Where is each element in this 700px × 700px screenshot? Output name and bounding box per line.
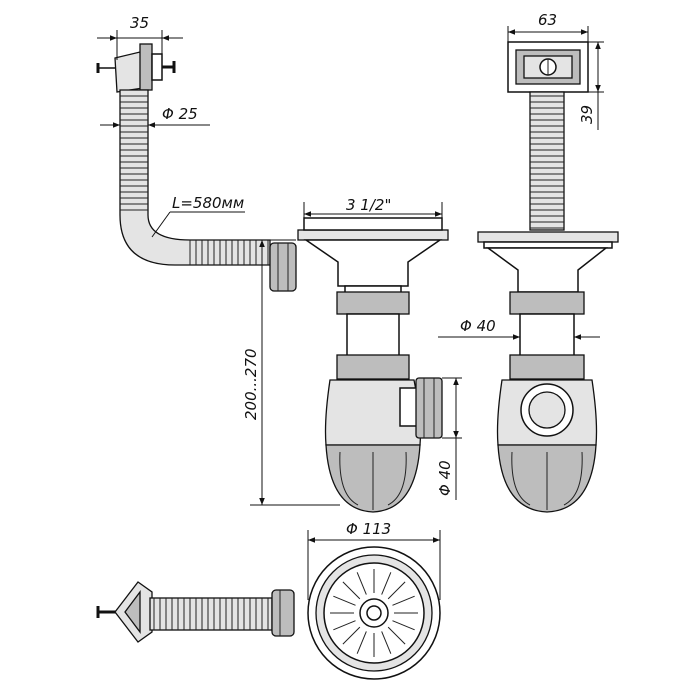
grid-diameter-label: Φ 113 <box>346 520 391 538</box>
hose-length-label: L=580мм <box>172 194 244 212</box>
side-view <box>96 43 449 513</box>
front-view <box>477 41 619 513</box>
overflow-fitting-side <box>96 43 176 93</box>
siphon-height-label: 200...270 <box>242 348 260 420</box>
grid-slots <box>330 569 418 657</box>
top-dimensions: Φ 113 <box>307 520 441 600</box>
plate-width-label: 63 <box>538 11 557 29</box>
outlet-diameter-front-label: Φ 40 <box>460 317 496 335</box>
side-dimensions: 35 Φ 25 L=580мм 3 1/2" 200...270 Φ 40 <box>97 14 462 506</box>
top-view <box>96 546 441 680</box>
corrugated-hose-top <box>149 597 273 631</box>
corrugated-hose-front <box>529 91 565 231</box>
hose-diameter-label: Φ 25 <box>162 105 198 123</box>
drain-thread-label: 3 1/2" <box>346 196 391 214</box>
front-dimensions: 63 39 Φ 40 <box>438 11 604 340</box>
overflow-width-label: 35 <box>130 14 149 32</box>
plate-height-label: 39 <box>578 105 596 124</box>
outlet-diameter-side-label: Φ 40 <box>436 460 454 496</box>
